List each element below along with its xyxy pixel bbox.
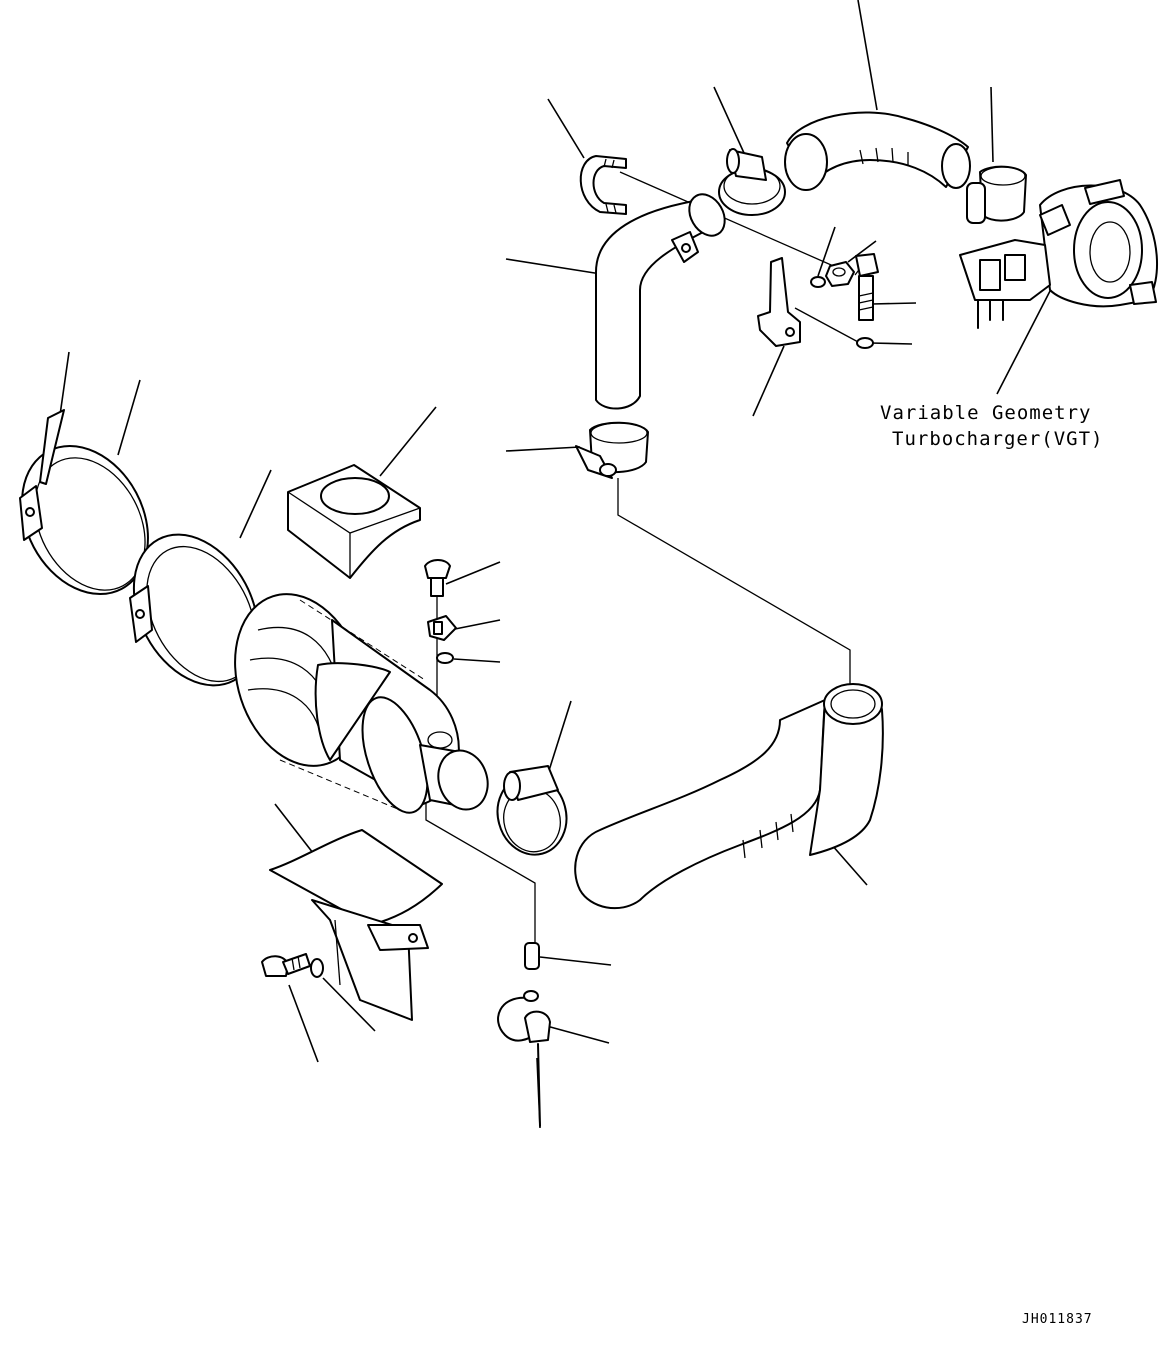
foam-block — [287, 464, 421, 579]
washer-lower — [856, 337, 874, 349]
band-clamp-outer — [19, 409, 149, 596]
bolt-lower — [261, 953, 311, 977]
bolt — [855, 253, 879, 321]
air-cleaner-body — [234, 593, 489, 814]
callout-line-1: Variable Geometry — [880, 402, 1092, 424]
washer-small — [810, 276, 826, 288]
hose-clamp-cleaner — [496, 765, 568, 856]
band-clamp-inner — [129, 533, 260, 687]
callout-line-2: Turbocharger(VGT) — [892, 428, 1104, 450]
washer-lower-bolt — [310, 958, 324, 978]
nut — [825, 261, 855, 287]
o-ring — [436, 652, 454, 664]
screw — [424, 559, 451, 597]
hose-clamp-top-left — [718, 148, 786, 216]
upper-air-hose — [784, 111, 971, 191]
drawing-reference: JH011837 — [1022, 1312, 1093, 1327]
bracket — [757, 257, 801, 347]
lower-cover-bracket — [269, 829, 443, 1021]
pin — [524, 942, 540, 970]
dust-indicator — [497, 990, 551, 1127]
clip — [427, 615, 457, 641]
elbow-pipe — [595, 193, 726, 410]
hose-clamp-elbow — [575, 421, 649, 479]
hose-clamp-top-right — [966, 165, 1027, 224]
lower-air-hose — [574, 683, 884, 910]
leader-lines — [59, 0, 1074, 1129]
turbocharger-vgt — [959, 179, 1158, 329]
u-bolt — [579, 155, 627, 215]
